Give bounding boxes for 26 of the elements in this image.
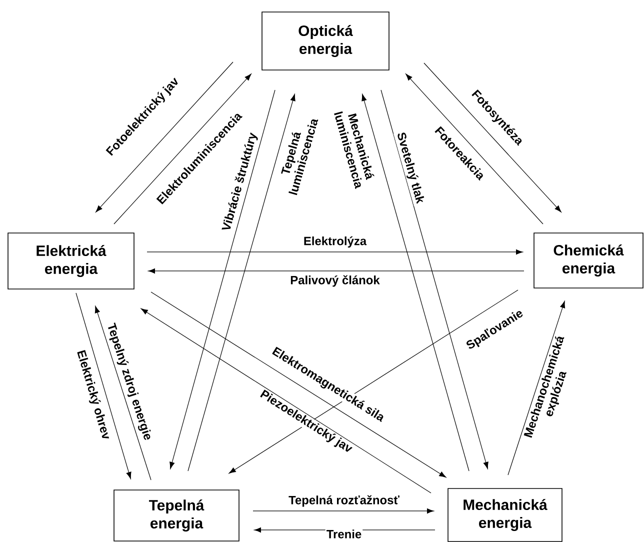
arrow: [146, 249, 523, 255]
arrow: [252, 508, 434, 514]
arrow: [94, 306, 152, 480]
arrow: [406, 74, 544, 224]
arrow: [228, 290, 518, 474]
arrow: [508, 300, 566, 476]
arrow: [170, 90, 276, 469]
arrow: [362, 94, 470, 472]
arrow: [114, 74, 252, 224]
edge-label: Palivový článok: [289, 274, 381, 288]
arrow: [140, 308, 432, 494]
energy-box: Chemická energia: [534, 232, 644, 288]
energy-box: Elektrická energia: [8, 232, 134, 290]
arrow: [424, 62, 562, 212]
arrow: [380, 90, 488, 469]
arrow: [148, 268, 524, 274]
edge-label: Tepelná rozťažnosť: [288, 494, 400, 508]
arrow: [150, 292, 446, 478]
arrow: [96, 62, 234, 212]
energy-box: Mechanická energia: [448, 488, 562, 542]
edge-label: Trenie: [325, 528, 363, 540]
energy-box: Optická energia: [262, 12, 390, 70]
energy-box: Tepelná energia: [114, 490, 240, 542]
arrow: [76, 292, 132, 479]
arrow: [188, 94, 296, 472]
edge-label: Elektrolýza: [302, 235, 368, 249]
